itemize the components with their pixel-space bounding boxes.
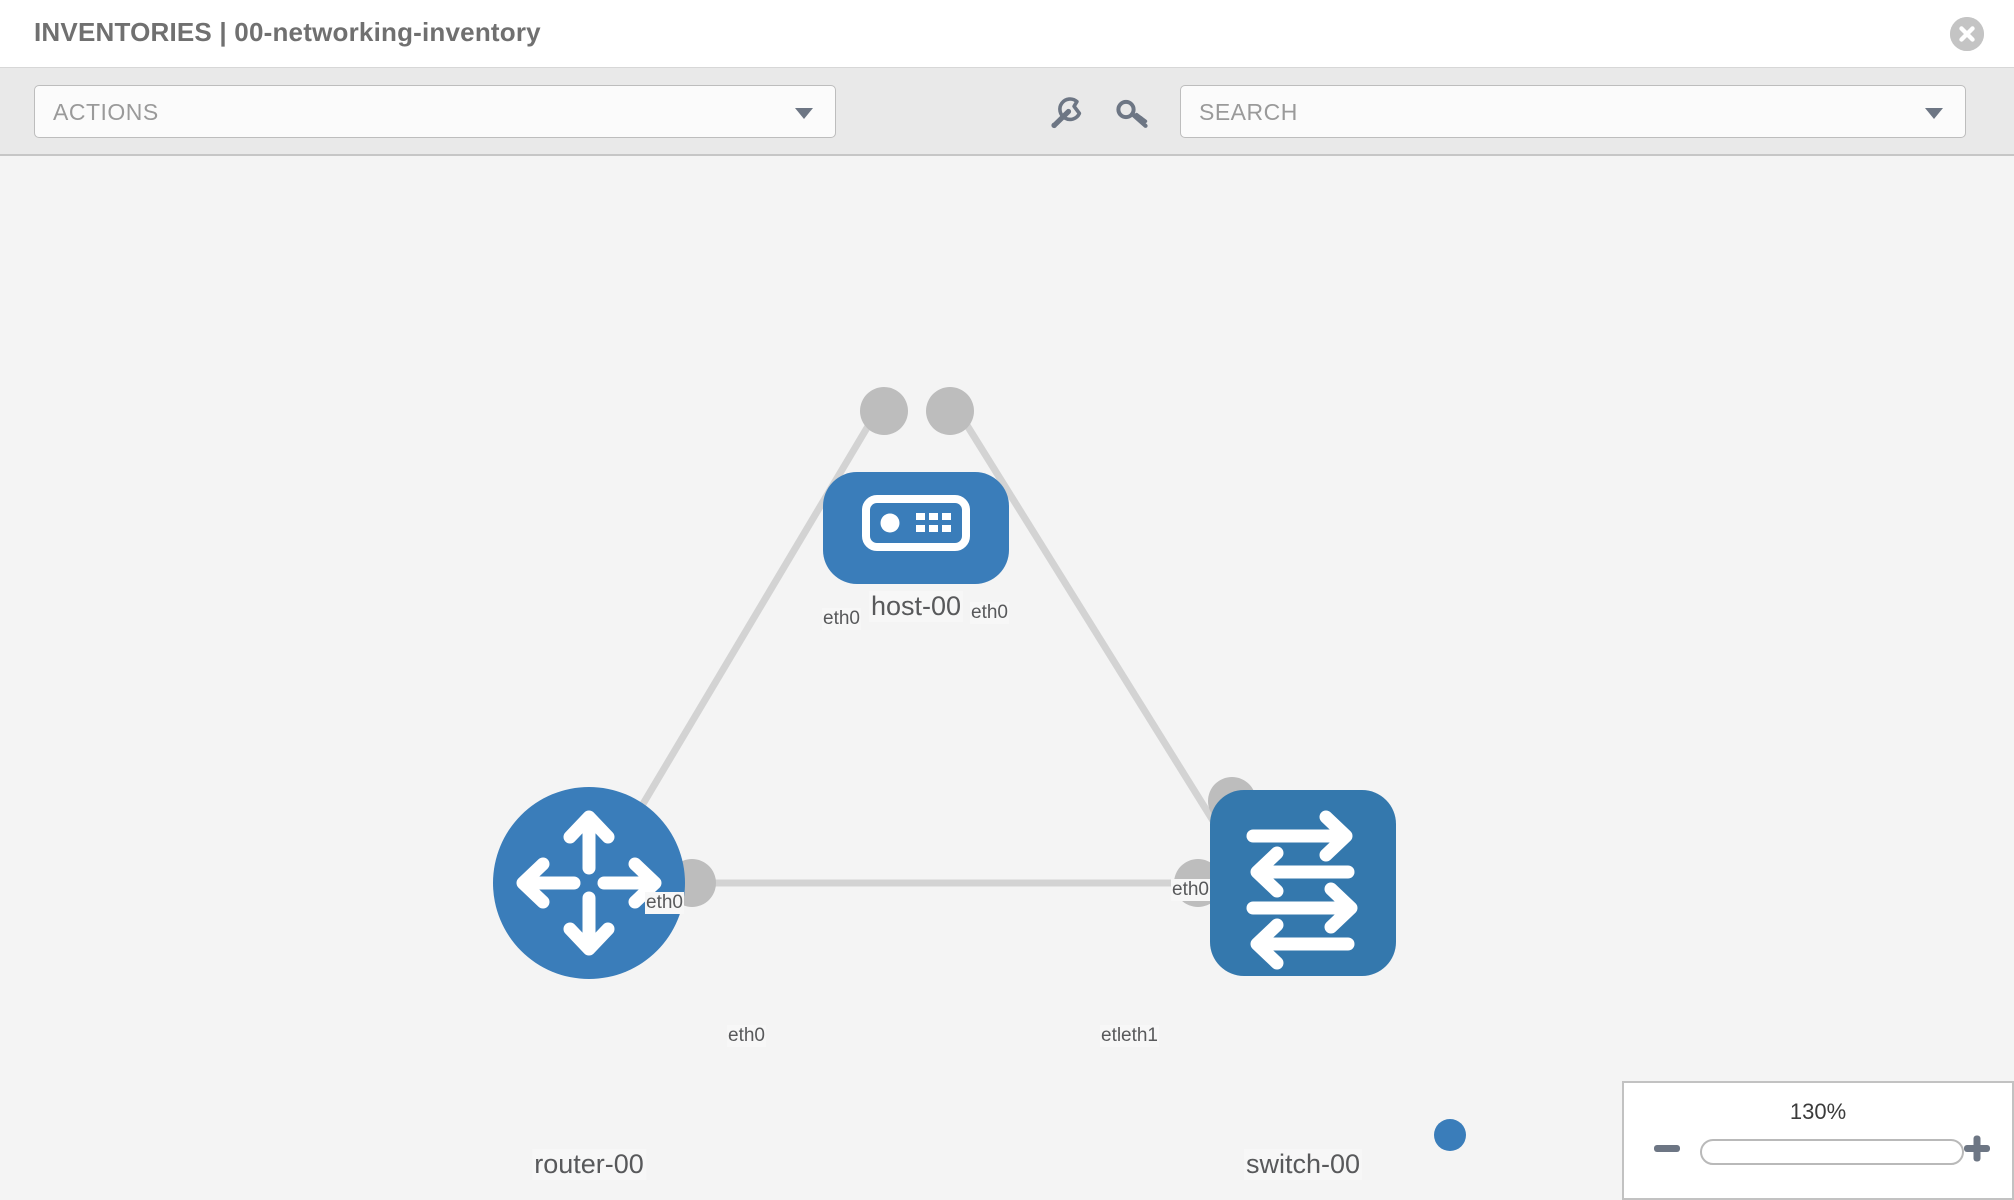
zoom-slider-track[interactable] — [1700, 1139, 1964, 1165]
zoom-out-button[interactable] — [1650, 1131, 1684, 1165]
iface-label-switch-up: eth0 — [1171, 879, 1210, 901]
key-button[interactable] — [1114, 96, 1154, 130]
node-host-00[interactable] — [823, 472, 1009, 584]
actions-dropdown[interactable]: ACTIONS — [34, 85, 836, 138]
link-host-switch[interactable] — [952, 404, 1238, 858]
plus-icon — [1964, 1135, 1990, 1162]
wrench-button[interactable] — [1046, 96, 1086, 130]
zoom-control-panel: 130% — [1622, 1081, 2014, 1200]
node-router-00-shape[interactable] — [493, 787, 685, 979]
iface-label-router-up: eth0 — [645, 892, 684, 914]
iface-label-host-left: eth0 — [822, 608, 861, 630]
zoom-slider-thumb[interactable] — [1434, 1119, 1466, 1151]
node-label-router-00: router-00 — [532, 1149, 646, 1180]
chevron-down-icon — [1925, 108, 1943, 119]
topology-graph — [493, 387, 1396, 979]
topology-interfaces — [668, 387, 1256, 907]
iface-label-router-right: eth0 — [727, 1025, 766, 1047]
actions-dropdown-label: ACTIONS — [53, 99, 159, 125]
node-label-host-00: host-00 — [868, 591, 964, 622]
window-header: INVENTORIES | 00-networking-inventory — [0, 0, 2014, 68]
wrench-icon — [1051, 97, 1082, 129]
close-button[interactable] — [1950, 17, 1984, 51]
close-icon — [1950, 17, 1984, 51]
key-icon — [1116, 99, 1148, 128]
iface-dot-host-left[interactable] — [860, 387, 908, 435]
chevron-down-icon — [795, 108, 813, 119]
iface-label-host-right: eth0 — [970, 602, 1009, 624]
iface-dot-host-right[interactable] — [926, 387, 974, 435]
server-icon — [862, 495, 970, 551]
link-host-router[interactable] — [608, 404, 884, 858]
node-switch-00[interactable] — [1210, 790, 1396, 976]
zoom-level-value: 130% — [1789, 1099, 1847, 1124]
toolbar: ACTIONS SEARCH — [0, 68, 2014, 156]
node-router-00[interactable] — [493, 787, 685, 979]
zoom-in-button[interactable] — [1960, 1131, 1994, 1165]
minus-icon — [1654, 1145, 1680, 1152]
switch-arrows-icon — [1246, 810, 1358, 970]
node-label-switch-00: switch-00 — [1243, 1149, 1363, 1180]
iface-label-switch-left-eth1: eth1 — [1120, 1025, 1159, 1047]
router-arrows-icon — [516, 810, 662, 956]
topology-canvas[interactable]: host-00 router-00 switch-00 eth0 eth0 et… — [0, 156, 2014, 1200]
search-placeholder: SEARCH — [1199, 99, 1298, 125]
search-input[interactable]: SEARCH — [1180, 85, 1966, 138]
page-title: INVENTORIES | 00-networking-inventory — [34, 17, 541, 47]
